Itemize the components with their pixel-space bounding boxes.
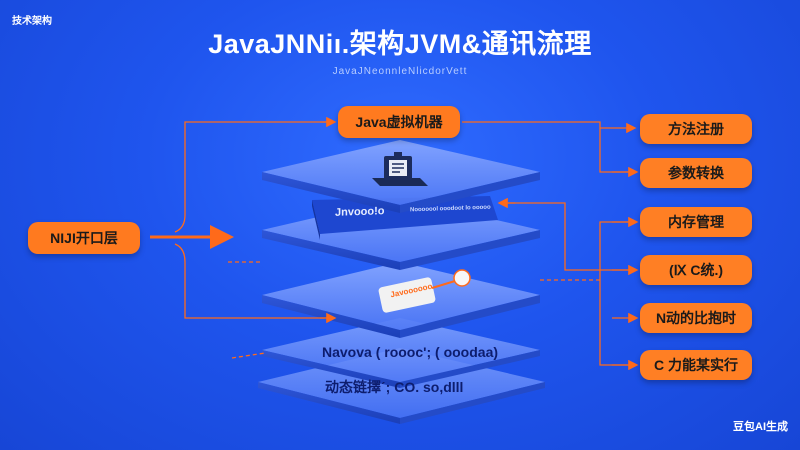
right-box-5: N动的比抱时	[640, 303, 752, 333]
page-subtitle: JavaJNeonnleNlicdorVett	[332, 66, 468, 77]
layer-1	[262, 140, 540, 213]
right-box-2: 参数转换	[640, 158, 752, 188]
right-box-3: 内存管理	[640, 207, 752, 237]
layer-4	[262, 318, 540, 388]
right-box-4: (Ⅸ C统.)	[640, 255, 752, 285]
jni-layer-box: NIJI开口层	[28, 222, 140, 254]
right-box-6: C 力能某实行	[640, 350, 752, 380]
layer-5-label: 动态链擇ˊ; CO. so,dlll	[325, 379, 464, 395]
layer-4-label: Navova ( roooc'; ( ooodaa)	[322, 344, 499, 360]
layer-2-label: Jnvooo!o	[335, 205, 385, 219]
dashed-arrow-2	[231, 352, 266, 359]
chip-icon	[378, 269, 471, 313]
right-box-1: 方法注册	[640, 114, 752, 144]
layer-2	[262, 196, 540, 270]
right-connectors	[462, 121, 639, 371]
corner-tag: 技术架构	[12, 16, 52, 27]
jvm-box: Java虚拟机器	[338, 106, 460, 138]
left-connectors	[174, 116, 337, 324]
watermark: 豆包AI生成	[733, 421, 788, 433]
page-title: JavaJNNiı.架构JVM&通讯流理	[208, 29, 592, 59]
monitor-icon	[372, 152, 428, 186]
